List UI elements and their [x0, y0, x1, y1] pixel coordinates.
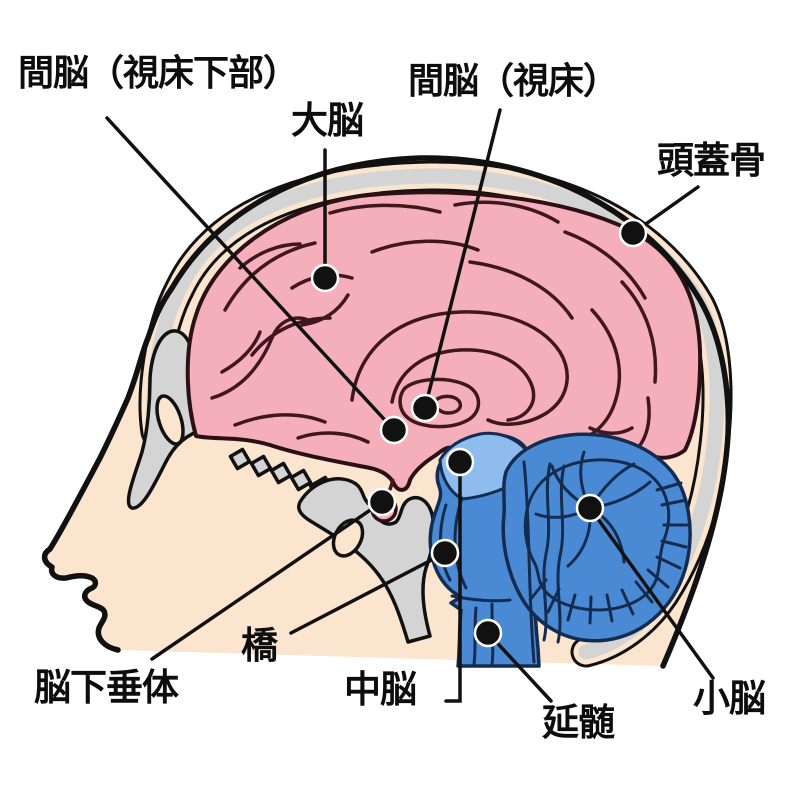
orbit-hole — [155, 394, 185, 446]
pointer-line-cerebellum — [588, 506, 715, 680]
marker-dot-pons — [430, 538, 460, 568]
pointer-line-medulla — [486, 631, 553, 703]
marker-dot-pituitary — [367, 487, 397, 517]
vermis-lines — [542, 462, 566, 644]
cerebellum-folia — [438, 450, 690, 666]
label-pituitary: 脳下垂体 — [34, 666, 179, 709]
marker-dot-thalamus — [410, 393, 440, 423]
label-skull: 頭蓋骨 — [657, 139, 766, 182]
marker-dot-skull — [618, 218, 648, 248]
pointer-line-midbrain — [444, 460, 462, 703]
marker-dots — [310, 218, 648, 648]
label-thalamus: 間脳（視床） — [408, 61, 619, 102]
label-medulla: 延髄 — [542, 701, 615, 744]
facial-bones — [126, 329, 436, 644]
pointer-lines — [105, 108, 715, 703]
label-midbrain: 中脳 — [344, 668, 417, 711]
gyri-lines — [210, 200, 658, 457]
pointer-line-pons — [289, 551, 447, 635]
marker-dot-medulla — [473, 618, 503, 648]
marker-dot-midbrain — [445, 447, 475, 477]
pointer-line-pituitary — [150, 500, 384, 661]
label-cerebellum: 小脳 — [693, 677, 766, 720]
pointer-line-hypothalamus — [105, 116, 396, 432]
marker-dot-cerebrum — [310, 263, 340, 293]
pointer-line-thalamus — [423, 108, 502, 410]
head-outline — [41, 155, 732, 669]
marker-dot-cerebellum — [575, 493, 605, 523]
label-hypothalamus: 間脳（視床下部） — [18, 53, 299, 94]
label-cerebrum: 大脳 — [291, 99, 364, 142]
marker-dot-hypothalamus — [379, 415, 409, 445]
label-pons: 橋 — [241, 624, 278, 667]
